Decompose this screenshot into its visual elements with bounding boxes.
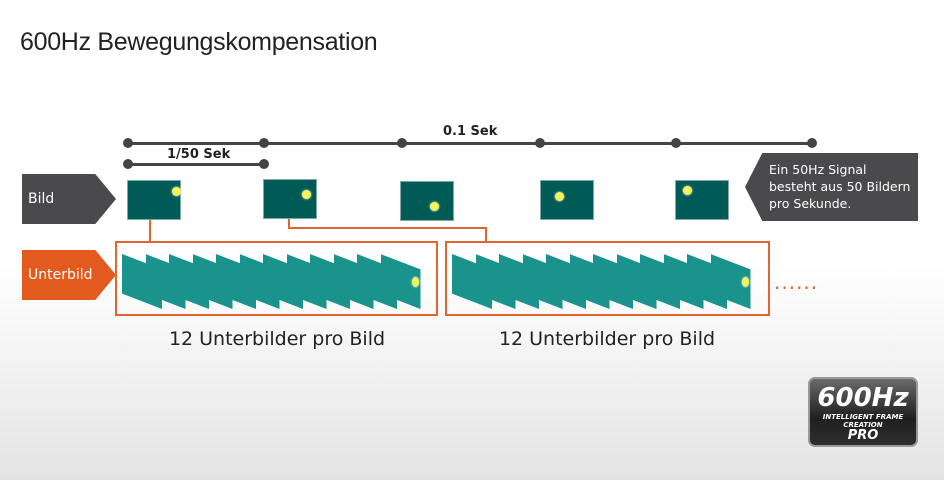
info-note: Ein 50Hz Signal besteht aus 50 Bildern p… [745,153,918,221]
timeline-line [130,142,812,145]
logo-pro: PRO [847,428,879,443]
motion-dot [430,202,439,211]
timeline-dot [535,138,545,148]
connector [288,227,487,229]
timeline-dot [807,138,817,148]
logo-line: INTELLIGENT FRAME CREATION [822,413,904,429]
motion-dot [555,192,564,201]
timeline-dot [123,159,133,169]
timeline-dot [259,159,269,169]
motion-dot [683,186,692,195]
group-label: 12 Unterbilder pro Bild [498,328,716,350]
timeline-dot [123,138,133,148]
timeline-short-label: 1/50 Sek [167,147,231,162]
group-label: 12 Unterbilder pro Bild [168,328,386,350]
bild-tag: Bild [22,174,116,224]
bild-frame [400,181,454,221]
bild-frame [127,180,181,220]
600hz-logo: 600Hz INTELLIGENT FRAME CREATION PRO [808,377,918,447]
motion-dot [412,277,420,287]
timeline-long-label: 0.1 Sek [443,124,498,139]
subframe-group [445,241,770,316]
bild-frame [263,179,317,219]
connector [149,219,151,241]
bild-frame [540,180,594,220]
more-indicator: ...... [774,270,819,294]
timeline-dot [397,138,407,148]
timeline-dot [259,138,269,148]
motion-dot [742,277,750,287]
unterbild-tag: Unterbild [22,250,116,300]
connector [485,227,487,241]
subframe-group [115,241,438,316]
timeline-line [130,163,264,166]
bild-frame [675,180,729,220]
logo-main: 600Hz [817,383,909,413]
motion-dot [172,187,181,196]
connector [288,219,290,228]
page-title: 600Hz Bewegungskompensation [20,28,378,56]
motion-dot [302,190,311,199]
timeline-dot [671,138,681,148]
